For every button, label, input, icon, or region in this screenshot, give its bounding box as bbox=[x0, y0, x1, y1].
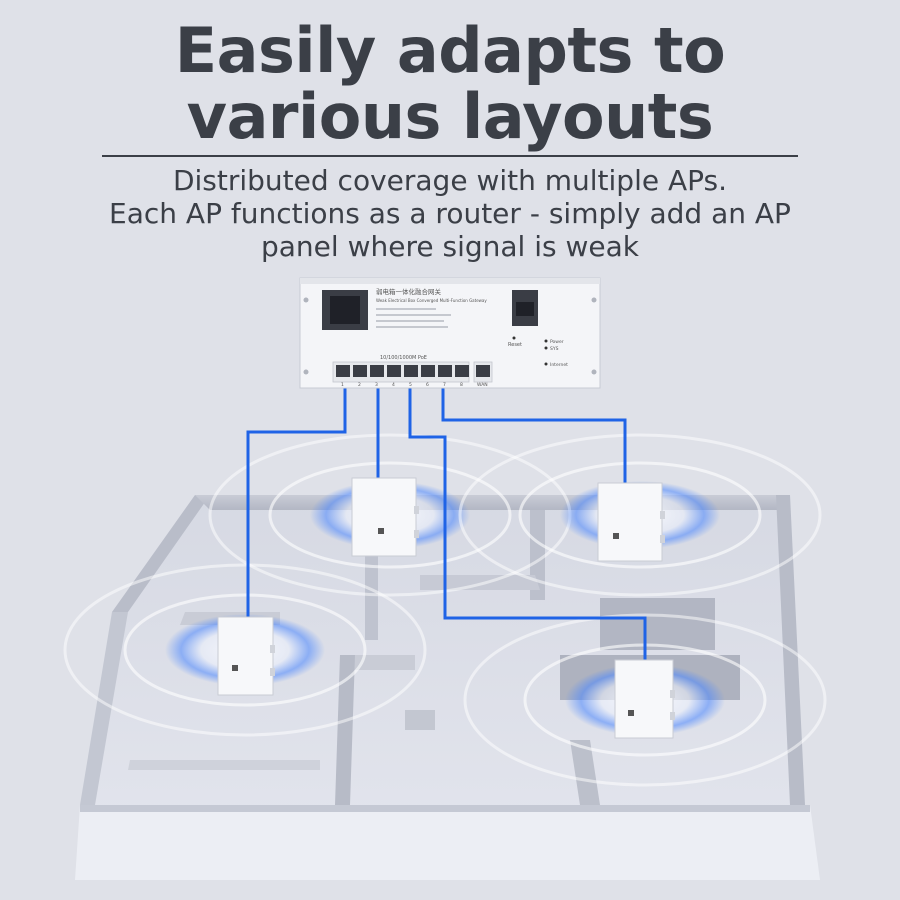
network-cables bbox=[246, 372, 647, 660]
gateway-device: 弱电箱一体化融合网关 Weak Electrical Box Converged… bbox=[299, 277, 601, 389]
subtitle: Distributed coverage with multiple APs. … bbox=[0, 164, 900, 263]
sys-label: SYS bbox=[550, 346, 559, 352]
ethernet-port-icon bbox=[476, 365, 490, 377]
port-number: 7 bbox=[443, 382, 446, 388]
port-header: 10/100/1000M PoE bbox=[380, 355, 427, 361]
ethernet-port-icon bbox=[336, 365, 469, 377]
port-number: 1 bbox=[341, 382, 344, 388]
internet-label: Internet bbox=[550, 362, 568, 368]
cable-ap-right-bottom bbox=[408, 372, 647, 660]
port-number: 5 bbox=[409, 382, 412, 388]
cable-ap-right-top bbox=[441, 372, 627, 490]
reset-label: Reset bbox=[508, 342, 522, 348]
wall-ap-panel bbox=[351, 477, 419, 557]
wall-ap-panel bbox=[614, 659, 675, 739]
gateway-title-cn: 弱电箱一体化融合网关 bbox=[376, 287, 442, 296]
headline: Easily adapts to various layouts bbox=[0, 18, 900, 150]
subtitle-line-2: Each AP functions as a router - simply a… bbox=[109, 197, 791, 230]
port-number: 8 bbox=[460, 382, 463, 388]
power-label: Power bbox=[550, 339, 564, 345]
wall-ap-panel bbox=[217, 616, 275, 696]
subtitle-line-1: Distributed coverage with multiple APs. bbox=[172, 164, 728, 197]
title-divider bbox=[102, 155, 798, 157]
port-number: 2 bbox=[358, 382, 361, 388]
headline-line-2: various layouts bbox=[186, 80, 714, 153]
cable-ap-left bbox=[246, 372, 347, 625]
port-number: 3 bbox=[375, 382, 378, 388]
headline-line-1: Easily adapts to bbox=[174, 14, 726, 87]
wall-ap-panel bbox=[597, 482, 665, 562]
gateway-title-en: Weak Electrical Box Converged Multi-Func… bbox=[376, 298, 487, 303]
subtitle-line-3: panel where signal is weak bbox=[261, 230, 639, 263]
wan-label: WAN bbox=[477, 382, 488, 388]
port-number: 4 bbox=[392, 382, 395, 388]
port-number: 6 bbox=[426, 382, 429, 388]
